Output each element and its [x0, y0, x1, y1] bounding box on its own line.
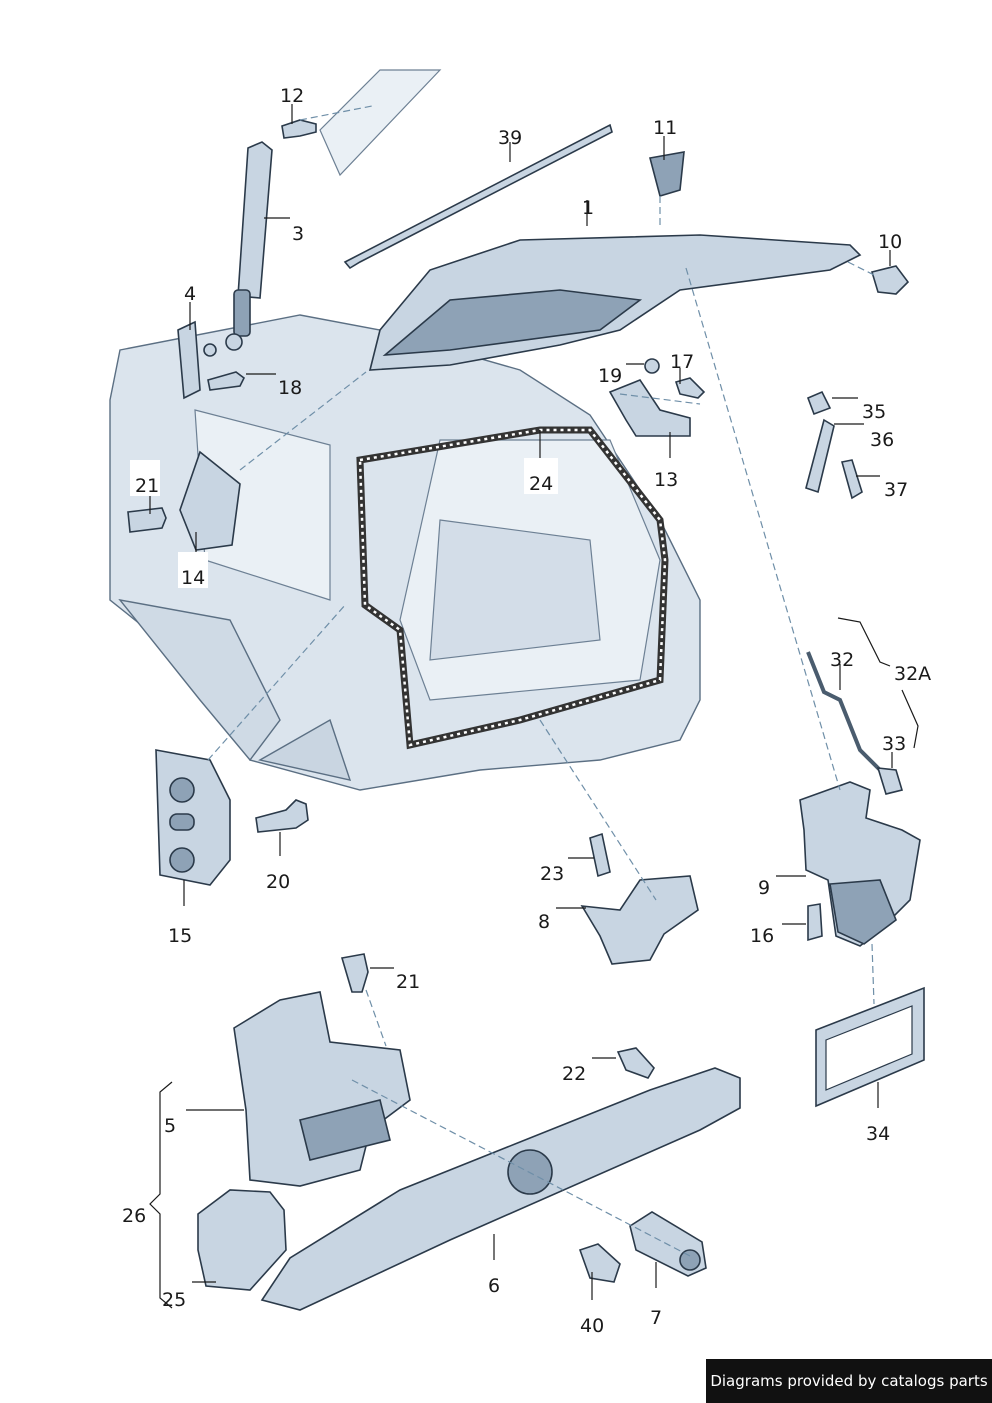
spoiler: [343, 123, 613, 270]
bumper-stop: [155, 749, 231, 886]
strap-36: [805, 418, 835, 494]
label-26: 26: [122, 1205, 146, 1227]
reference-lines: [207, 105, 877, 1257]
label-18: 18: [278, 377, 302, 399]
screw-37: [840, 459, 863, 500]
label-4: 4: [184, 283, 196, 305]
label-39: 39: [498, 127, 522, 149]
clip-33: [876, 767, 904, 795]
bolt-20: [255, 799, 309, 833]
hinge-13: [608, 379, 691, 437]
buffer-10: [870, 265, 910, 295]
bracket-pin: [203, 343, 217, 357]
label-32A: 32A: [894, 663, 931, 685]
strut-bracket: [177, 320, 201, 400]
lock-assembly: [233, 991, 411, 1187]
label-40: 40: [580, 1315, 604, 1337]
label-5: 5: [164, 1115, 176, 1137]
label-32: 32: [830, 649, 854, 671]
label-11: 11: [653, 117, 677, 139]
bolt-23: [589, 832, 611, 878]
handle-trim: [260, 1067, 741, 1311]
label-16: 16: [750, 925, 774, 947]
label-8: 8: [538, 911, 550, 933]
label-24: 24: [529, 473, 553, 495]
bolt-21-top: [127, 507, 167, 533]
label-17: 17: [670, 351, 694, 373]
label-36: 36: [870, 429, 894, 451]
label-33: 33: [882, 733, 906, 755]
bolt-21-bottom: [340, 953, 369, 993]
label-15: 15: [168, 925, 192, 947]
label-21-lower: 21: [396, 971, 420, 993]
bolt-12: [281, 119, 317, 139]
catalog-credit-banner: Diagrams provided by catalogs parts: [706, 1359, 992, 1403]
label-21-upper: 21: [135, 475, 159, 497]
label-34: 34: [866, 1123, 890, 1145]
tailgate-seal: [356, 426, 669, 750]
clip-35: [806, 390, 832, 416]
label-9: 9: [758, 877, 770, 899]
label-box-21: [130, 460, 160, 496]
label-22: 22: [562, 1063, 586, 1085]
tailgate-lid: [368, 234, 862, 371]
bolt-18: [207, 371, 246, 391]
grommet-11: [649, 151, 685, 198]
bolt-22: [616, 1047, 655, 1079]
vehicle-rear-body: [109, 314, 701, 791]
striker: [580, 875, 699, 965]
label-7: 7: [650, 1307, 662, 1329]
label-20: 20: [266, 871, 290, 893]
handle-hole: [507, 1149, 553, 1195]
label-10: 10: [878, 231, 902, 253]
cap-40: [578, 1243, 621, 1283]
label-25: 25: [162, 1289, 186, 1311]
label-14: 14: [181, 567, 205, 589]
nut-19: [644, 358, 660, 374]
label-13: 13: [654, 469, 678, 491]
label-19: 19: [598, 365, 622, 387]
cylinder-face: [679, 1249, 701, 1271]
label-3: 3: [292, 223, 304, 245]
label-35: 35: [862, 401, 886, 423]
rod-32: [806, 651, 882, 772]
gas-strut: [225, 141, 273, 351]
cover-plate: [815, 986, 925, 1108]
lock-mechanism: [799, 781, 921, 947]
label-37: 37: [884, 479, 908, 501]
bolt-17: [674, 377, 706, 399]
part-labels: 1 3 4 5 6 7 8 9 10 11 12 13 14 15 16 17 …: [122, 85, 931, 1337]
label-box-14: [178, 552, 208, 588]
label-12: 12: [280, 85, 304, 107]
label-box-24: [524, 458, 558, 494]
label-6: 6: [488, 1275, 500, 1297]
label-1: 1: [582, 197, 594, 219]
motor-unit: [197, 1189, 287, 1291]
hinge-plate: [179, 450, 241, 551]
label-23: 23: [540, 863, 564, 885]
leader-lines: [149, 104, 919, 1309]
screw-16: [807, 903, 823, 942]
roof-edge: [319, 69, 442, 177]
